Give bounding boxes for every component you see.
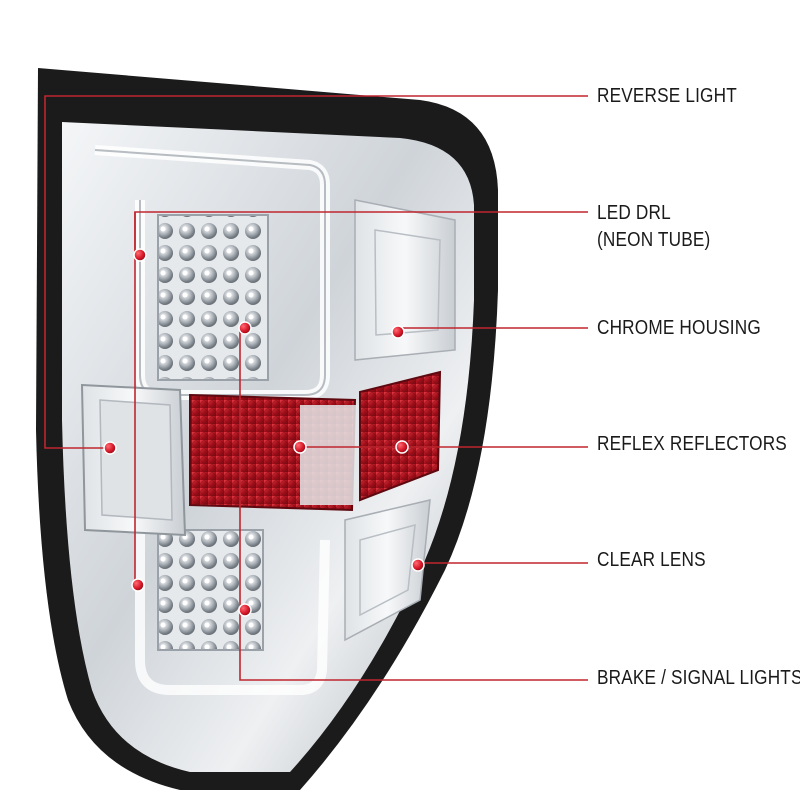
label-chrome-housing: CHROME HOUSING bbox=[597, 317, 761, 339]
upper-led-cluster bbox=[157, 214, 269, 381]
label-led-drl: LED DRL bbox=[597, 202, 671, 224]
clear-lens-panel-lower bbox=[344, 499, 431, 642]
dot-clear bbox=[411, 558, 425, 572]
label-clear-lens: CLEAR LENS bbox=[597, 549, 706, 571]
label-brake-signal-lights: BRAKE / SIGNAL LIGHTS bbox=[597, 667, 800, 689]
dot-led-drl-lower bbox=[131, 578, 145, 592]
callout-dots bbox=[103, 248, 425, 617]
lower-led-cluster bbox=[157, 529, 264, 651]
dot-chrome bbox=[391, 325, 405, 339]
dot-reflex-right bbox=[395, 440, 409, 454]
dot-brake-lower bbox=[238, 603, 252, 617]
label-reflex-reflectors: REFLEX REFLECTORS bbox=[597, 433, 787, 455]
dot-reverse bbox=[103, 441, 117, 455]
dot-led-drl-upper bbox=[133, 248, 147, 262]
dot-reflex-left bbox=[293, 440, 307, 454]
leader-line-reverse bbox=[44, 95, 588, 449]
reflex-reflector-right bbox=[359, 370, 442, 502]
dot-brake-upper bbox=[238, 321, 252, 335]
clear-lens-panel-upper bbox=[354, 199, 456, 361]
label-led-drl-sub: (NEON TUBE) bbox=[597, 229, 711, 251]
label-reverse-light: REVERSE LIGHT bbox=[597, 85, 737, 107]
